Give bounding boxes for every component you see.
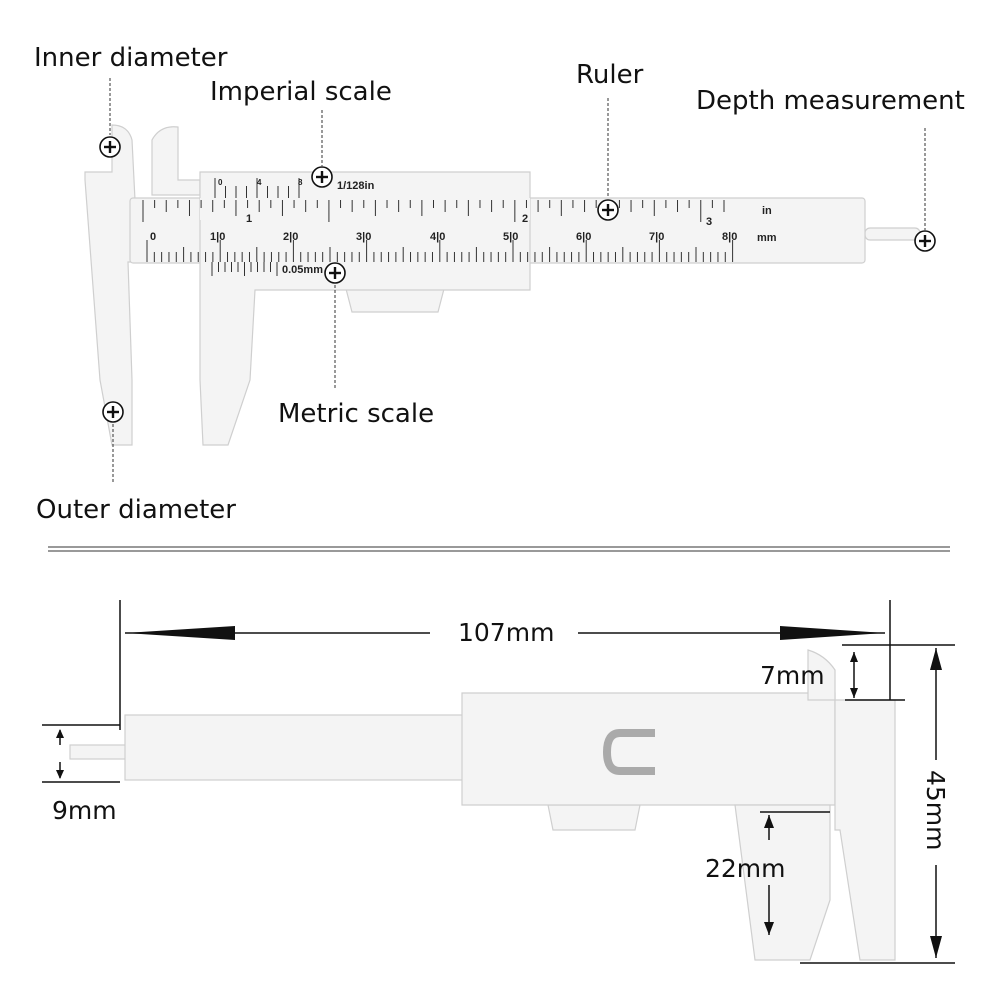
arrow-icon bbox=[930, 648, 942, 670]
dimension-outer-jaw: 22mm bbox=[705, 854, 786, 883]
inch-label-3: 3 bbox=[706, 216, 712, 228]
label-inner-diameter: Inner diameter bbox=[34, 43, 228, 73]
arrow-icon bbox=[850, 688, 858, 698]
plus-marker-icon bbox=[324, 262, 346, 284]
mm-label: 3|0 bbox=[356, 231, 371, 243]
label-ruler: Ruler bbox=[576, 60, 644, 90]
caliper-top-view: in mm 1/128in 0.05mm 1 2 3 0 1|0 2|0 3|0… bbox=[84, 124, 921, 446]
vernier-label: 4 bbox=[257, 178, 262, 187]
arrow-icon bbox=[56, 770, 64, 779]
mm-label: 7|0 bbox=[649, 231, 664, 243]
slider-slot bbox=[602, 729, 655, 775]
fixed-jaw bbox=[834, 699, 896, 961]
inch-unit: in bbox=[762, 205, 772, 217]
mm-label: 8|0 bbox=[722, 231, 737, 243]
mm-label: 2|0 bbox=[283, 231, 298, 243]
inch-label-2: 2 bbox=[522, 213, 528, 225]
arrow-icon bbox=[780, 626, 885, 640]
plus-marker-icon bbox=[597, 199, 619, 221]
label-depth-measurement: Depth measurement bbox=[696, 86, 965, 116]
depth-rod bbox=[69, 744, 131, 760]
mm-unit: mm bbox=[757, 232, 777, 244]
slider bbox=[461, 692, 836, 806]
inch-label-1: 1 bbox=[246, 213, 252, 225]
mm-label: 1|0 bbox=[210, 231, 225, 243]
metric-resolution: 0.05mm bbox=[282, 264, 323, 276]
label-outer-diameter: Outer diameter bbox=[36, 495, 236, 525]
plus-markers bbox=[99, 136, 936, 423]
inner-jaw-slider bbox=[151, 126, 201, 196]
arrow-icon bbox=[56, 729, 64, 738]
mm-label: 6|0 bbox=[576, 231, 591, 243]
plus-marker-icon bbox=[102, 401, 124, 423]
mm-label: 5|0 bbox=[503, 231, 518, 243]
depth-rod bbox=[864, 227, 921, 241]
arrow-icon bbox=[125, 626, 235, 640]
inner-jaw bbox=[807, 649, 836, 701]
plus-marker-icon bbox=[311, 166, 333, 188]
plus-marker-icon bbox=[99, 136, 121, 158]
mm-label: 4|0 bbox=[430, 231, 445, 243]
vernier-label: 0 bbox=[218, 178, 223, 187]
plus-marker-icon bbox=[914, 230, 936, 252]
dimension-length: 107mm bbox=[458, 618, 554, 647]
dimension-height: 45mm bbox=[921, 770, 950, 851]
fixed-jaw bbox=[84, 124, 136, 446]
thumb-wheel bbox=[547, 804, 641, 831]
caliper-dimension-view bbox=[69, 649, 896, 961]
arrow-icon bbox=[764, 922, 774, 935]
label-imperial-scale: Imperial scale bbox=[210, 77, 392, 107]
outer-jaw bbox=[734, 804, 831, 961]
label-metric-scale: Metric scale bbox=[278, 399, 434, 429]
imperial-resolution: 1/128in bbox=[337, 180, 375, 192]
dimension-depth-rod: 9mm bbox=[52, 796, 117, 825]
mm-labels: 0 1|0 2|0 3|0 4|0 5|0 6|0 7|0 8|0 bbox=[150, 231, 737, 243]
arrow-icon bbox=[764, 815, 774, 828]
scale-ticks bbox=[142, 178, 734, 276]
vernier-label: 8 bbox=[298, 178, 303, 187]
arrow-icon bbox=[930, 936, 942, 958]
mm-label: 0 bbox=[150, 231, 156, 243]
dimension-inner-jaw: 7mm bbox=[760, 661, 825, 690]
arrow-icon bbox=[850, 652, 858, 662]
